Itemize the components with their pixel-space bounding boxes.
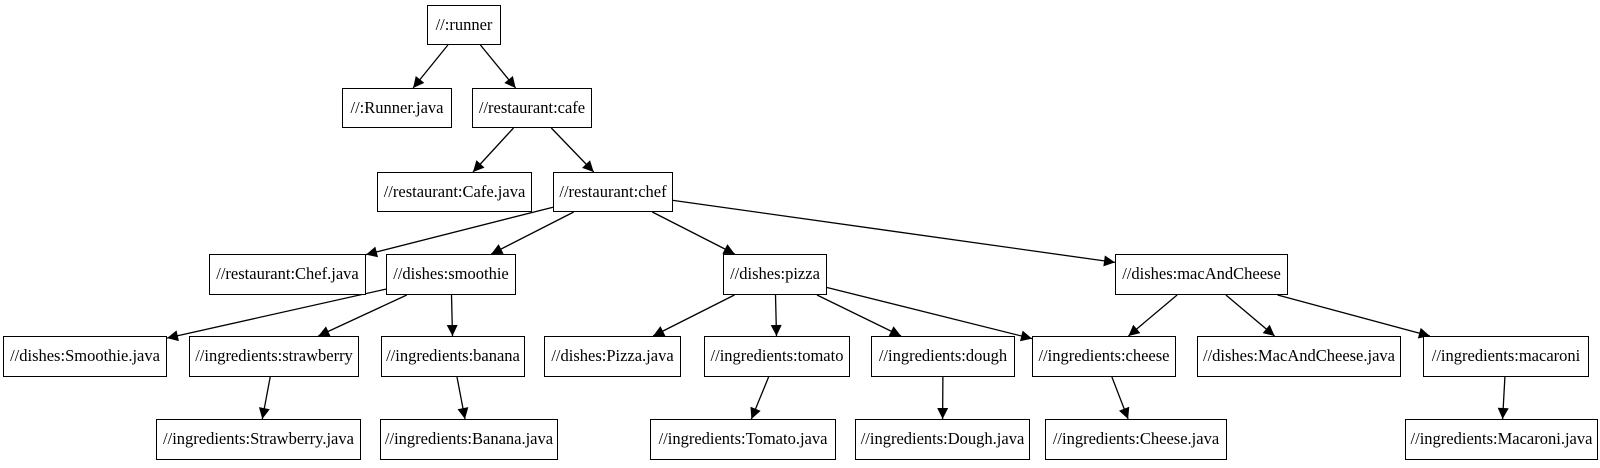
graph-edge-chef-to-smoothie xyxy=(491,211,574,255)
graph-edge-cafe-to-chef xyxy=(550,127,595,173)
graph-edge-cheese-to-cheese-java xyxy=(1111,376,1130,420)
graph-node-strawberry: //ingredients:strawberry xyxy=(189,336,359,377)
graph-node-runner: //:runner xyxy=(427,5,501,45)
graph-node-pizza: //dishes:pizza xyxy=(723,254,827,295)
graph-node-macaroni: //ingredients:macaroni xyxy=(1423,336,1589,377)
graph-edge-mac-and-cheese-to-mac-and-cheese-java xyxy=(1225,294,1276,337)
graph-node-cafe: //restaurant:cafe xyxy=(472,88,592,128)
graph-edge-cafe-to-cafe-java xyxy=(472,127,514,173)
graph-node-chef: //restaurant:chef xyxy=(553,172,673,212)
graph-edge-smoothie-to-smoothie-java xyxy=(166,288,387,342)
graph-node-cheese: //ingredients:cheese xyxy=(1032,336,1176,377)
graph-edge-chef-to-mac-and-cheese xyxy=(672,199,1116,267)
graph-edge-mac-and-cheese-to-cheese xyxy=(1127,294,1178,337)
graph-node-smoothie: //dishes:smoothie xyxy=(386,254,516,295)
graph-node-cafe-java: //restaurant:Cafe.java xyxy=(377,172,532,212)
graph-node-dough: //ingredients:dough xyxy=(871,336,1015,377)
graph-edge-mac-and-cheese-to-macaroni xyxy=(1277,294,1431,339)
graph-edge-runner-to-cafe xyxy=(479,44,517,89)
graph-edge-macaroni-to-macaroni-java xyxy=(1497,376,1509,420)
graph-node-runner-java: //:Runner.java xyxy=(342,88,452,128)
graph-node-tomato: //ingredients:tomato xyxy=(704,336,850,377)
graph-edge-pizza-to-dough xyxy=(816,294,902,337)
graph-edge-tomato-to-tomato-java xyxy=(750,376,770,420)
graph-edge-banana-to-banana-java xyxy=(456,376,469,420)
graph-node-banana: //ingredients:banana xyxy=(381,336,525,377)
graph-edge-pizza-to-pizza-java xyxy=(652,294,735,337)
graph-edge-chef-to-pizza xyxy=(652,211,735,255)
graph-edge-smoothie-to-banana xyxy=(446,294,458,337)
graph-node-macaroni-java: //ingredients:Macaroni.java xyxy=(1405,419,1598,460)
graph-node-mac-and-cheese-java: //dishes:MacAndCheese.java xyxy=(1197,336,1401,377)
graph-node-smoothie-java: //dishes:Smoothie.java xyxy=(3,336,167,377)
graph-node-pizza-java: //dishes:Pizza.java xyxy=(544,336,681,377)
graph-node-strawberry-java: //ingredients:Strawberry.java xyxy=(156,419,361,460)
graph-node-mac-and-cheese: //dishes:macAndCheese xyxy=(1115,254,1288,295)
graph-edge-runner-to-runner-java xyxy=(412,44,449,89)
graph-edge-chef-to-chef-java xyxy=(365,206,554,258)
graph-edge-smoothie-to-strawberry xyxy=(318,294,408,337)
graph-edge-pizza-to-cheese xyxy=(826,286,1033,342)
graph-node-chef-java: //restaurant:Chef.java xyxy=(209,254,366,295)
graph-node-cheese-java: //ingredients:Cheese.java xyxy=(1045,419,1227,460)
graph-node-tomato-java: //ingredients:Tomato.java xyxy=(650,419,836,460)
graph-node-dough-java: //ingredients:Dough.java xyxy=(855,419,1030,460)
graph-edge-strawberry-to-strawberry-java xyxy=(258,376,271,420)
graph-edge-pizza-to-tomato xyxy=(770,294,782,337)
graph-node-banana-java: //ingredients:Banana.java xyxy=(380,419,558,460)
